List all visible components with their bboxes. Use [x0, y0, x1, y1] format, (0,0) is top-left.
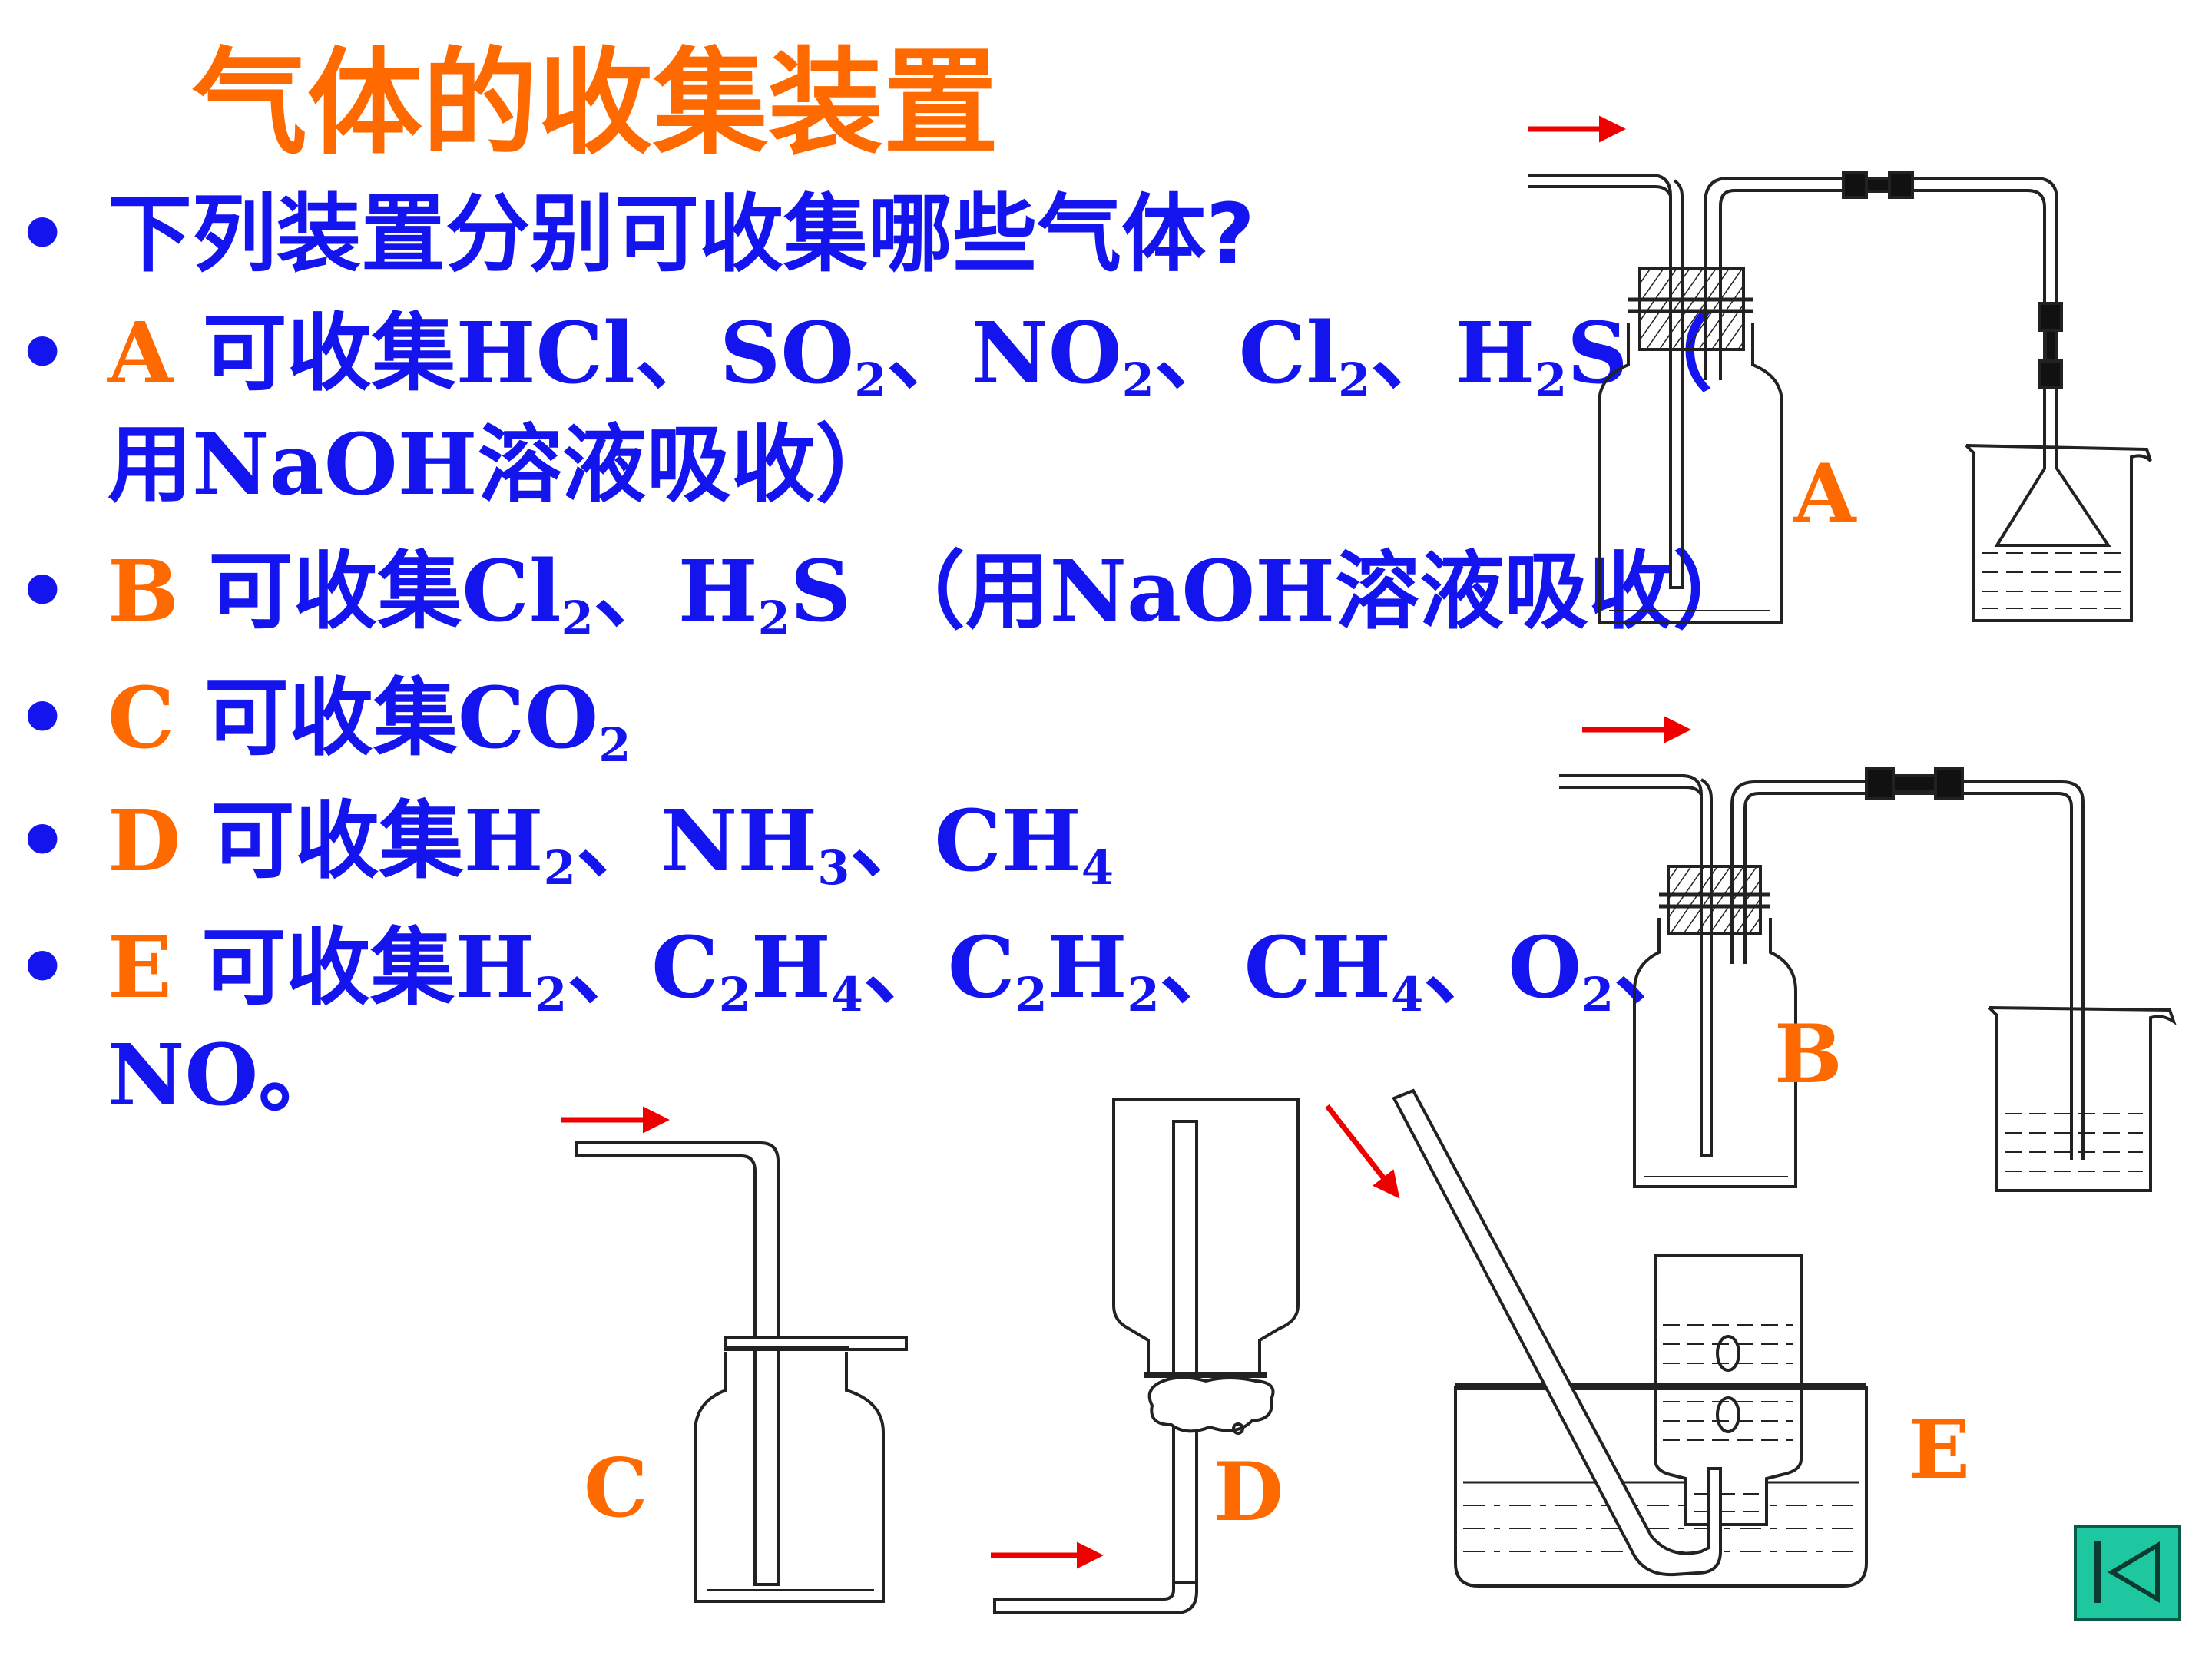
apparatus-e [1392, 1088, 1868, 1588]
item-b-row: •B 可收集Cl2、H2S （用NaOH溶液吸收） [15, 541, 1757, 642]
item-e-continuation: NO。 [108, 1025, 343, 1124]
label-c: C [584, 1440, 648, 1535]
apparatus-d [991, 1098, 1400, 1614]
item-c-key: C [108, 668, 175, 767]
bullet-icon: • [15, 791, 70, 890]
bullet-icon: • [15, 184, 70, 283]
apparatus-b [1559, 716, 2177, 1192]
label-a: A [1793, 445, 1856, 541]
bullet-icon: • [15, 303, 70, 402]
apparatus-c [561, 1106, 908, 1603]
item-b-key: B [108, 541, 179, 641]
item-e-key: E [108, 918, 172, 1017]
first-slide-icon [2094, 1541, 2160, 1603]
arrow-d-top [1325, 1104, 1400, 1199]
apparatus-a [1528, 115, 2152, 624]
item-a-key: A [108, 303, 174, 402]
slide-title: 气体的收集装置 [192, 37, 999, 171]
item-a-continuation: 用NaOH溶液吸收） [108, 415, 900, 514]
question-row: • 下列装置分别可收集哪些气体? [15, 184, 1255, 283]
item-a-row: •A 可收集HCl、SO2、NO2、Cl2、H2S（ [15, 303, 1713, 404]
item-c-text: 可收集CO2 [174, 668, 631, 773]
first-slide-button[interactable] [2074, 1525, 2181, 1621]
question-text: 下列装置分别可收集哪些气体? [108, 185, 1255, 283]
bullet-icon: • [15, 918, 70, 1017]
label-d: D [1214, 1444, 1284, 1539]
item-d-row: •D 可收集H2、NH3、CH4 [15, 791, 1114, 892]
bullet-icon: • [15, 541, 70, 641]
item-b-text: 可收集Cl2、H2S （用NaOH溶液吸收） [178, 541, 1758, 647]
item-c-row: •C 可收集CO2 [15, 668, 631, 769]
item-d-key: D [108, 791, 181, 890]
item-a-text: 可收集HCl、SO2、NO2、Cl2、H2S（ [173, 303, 1713, 409]
item-d-text: 可收集H2、NH3、CH4 [180, 791, 1114, 896]
item-e-text: 可收集H2、C2H4、C2H2、CH4、O2、 [171, 918, 1699, 1023]
bullet-icon: • [15, 668, 70, 767]
label-b: B [1774, 1006, 1843, 1101]
label-e: E [1909, 1402, 1971, 1497]
item-e-row: •E 可收集H2、C2H4、C2H2、CH4、O2、 [15, 918, 1698, 1018]
